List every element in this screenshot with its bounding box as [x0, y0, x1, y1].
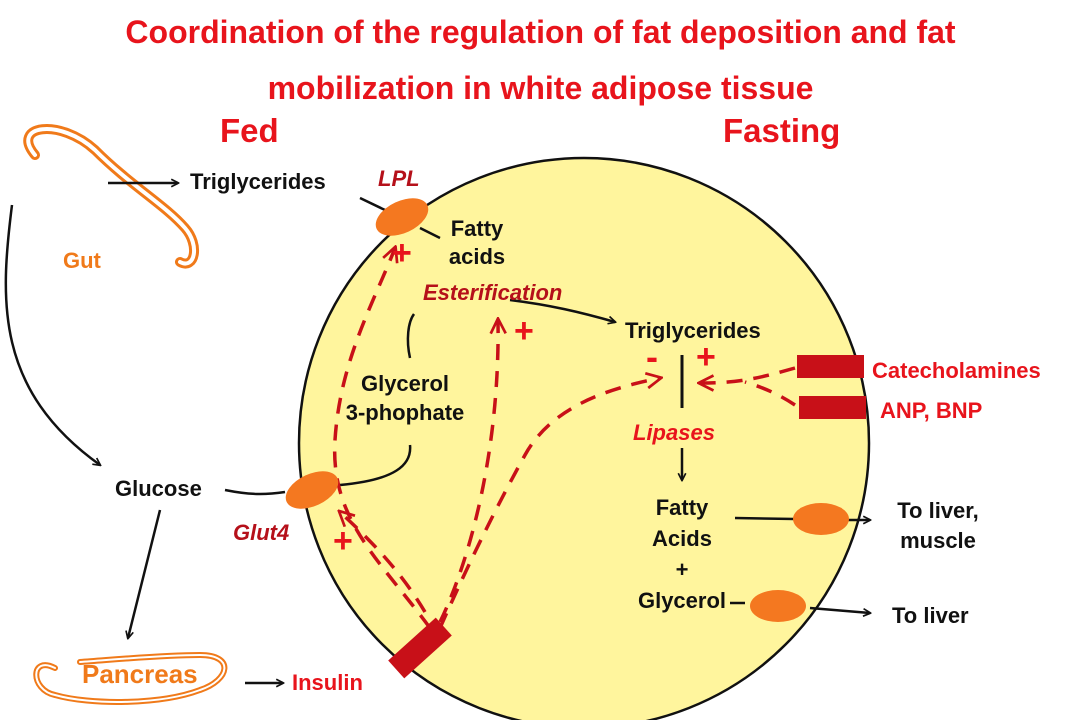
glycerol-3-phosphate-line-2: 3-phophate [345, 400, 465, 425]
to-liver-muscle-line-1: To liver, [897, 498, 979, 523]
catecholamine-receptor [797, 355, 864, 378]
plus-sign-glut4: + [333, 522, 353, 560]
fed-heading: Fed [220, 112, 279, 149]
tg-to-lpl-line [359, 196, 386, 212]
fa-out-line-3: + [675, 557, 689, 582]
lpl-label: LPL [378, 166, 420, 191]
insulin-to-glut4-arrow [340, 512, 427, 613]
gut-to-glucose-arrow [4, 204, 100, 465]
fatty-acids-line-1: Fatty [450, 216, 504, 241]
transporter-to-liver-arrow [809, 606, 870, 613]
plus-sign-esterification: + [514, 312, 534, 350]
anp-bnp-receptor [799, 396, 866, 419]
triglycerides-inside-label: Triglycerides [625, 318, 761, 343]
fa-out-line-4: Glycerol [637, 588, 727, 613]
catecholamines-label: Catecholamines [872, 358, 1041, 383]
glycerol-3-phosphate-label: Glycerol 3-phophate [330, 369, 480, 427]
gut-label: Gut [63, 248, 101, 273]
glucose-label: Glucose [115, 476, 202, 501]
glucose-to-pancreas-arrow [128, 509, 162, 638]
adipocyte-cell [297, 156, 871, 720]
fatty-acids-label: Fatty acids [437, 215, 517, 271]
g3p-to-ester-line [406, 313, 416, 359]
fa-transporter [793, 503, 849, 535]
catecholamines-to-lipase-arrow [700, 366, 796, 383]
lpl-to-fa-line [419, 226, 441, 240]
glycerol-3-phosphate-line-1: Glycerol [360, 371, 450, 396]
glut4-to-g3p-line [339, 444, 412, 487]
fa-out-line-2: Acids [652, 526, 712, 551]
minus-sign-lipase: - [646, 336, 658, 377]
glucose-to-glut4-line [224, 488, 286, 496]
insulin-label: Insulin [292, 670, 363, 695]
anp-bnp-label: ANP, BNP [880, 398, 983, 423]
to-liver-muscle-label: To liver, muscle [868, 496, 1008, 556]
fasting-heading: Fasting [723, 112, 841, 149]
plus-sign-lipase: + [696, 338, 716, 376]
glycerol-transporter [750, 590, 806, 622]
insulin-to-lpl-arrow [332, 248, 432, 630]
insulin-to-ester-arrow [438, 320, 498, 623]
plus-sign-lpl: + [392, 234, 412, 272]
anp-to-lipase-line [744, 380, 796, 407]
to-liver-label: To liver [892, 603, 969, 628]
fatty-acids-line-2: acids [448, 244, 506, 269]
esterification-label: Esterification [423, 280, 563, 305]
gut-shape [23, 124, 200, 269]
fatty-acids-glycerol-label: Fatty Acids + Glycerol [612, 492, 752, 616]
to-liver-muscle-line-2: muscle [900, 528, 976, 553]
lipases-label: Lipases [633, 420, 715, 445]
insulin-receptor [388, 617, 452, 679]
glut4-transporter [285, 471, 339, 509]
glut4-label: Glut4 [233, 520, 290, 545]
triglycerides-outside-label: Triglycerides [190, 169, 326, 194]
ester-to-tg-arrow [509, 298, 615, 322]
fa-to-transporter-line [734, 516, 796, 521]
lpl-enzyme [375, 198, 429, 236]
fa-out-line-1: Fatty [655, 495, 709, 520]
title-line-2: mobilization in white adipose tissue [267, 70, 814, 106]
title-line-1: Coordination of the regulation of fat de… [125, 14, 956, 50]
insulin-to-lipase-arrow [438, 378, 660, 629]
pancreas-label: Pancreas [82, 659, 198, 689]
